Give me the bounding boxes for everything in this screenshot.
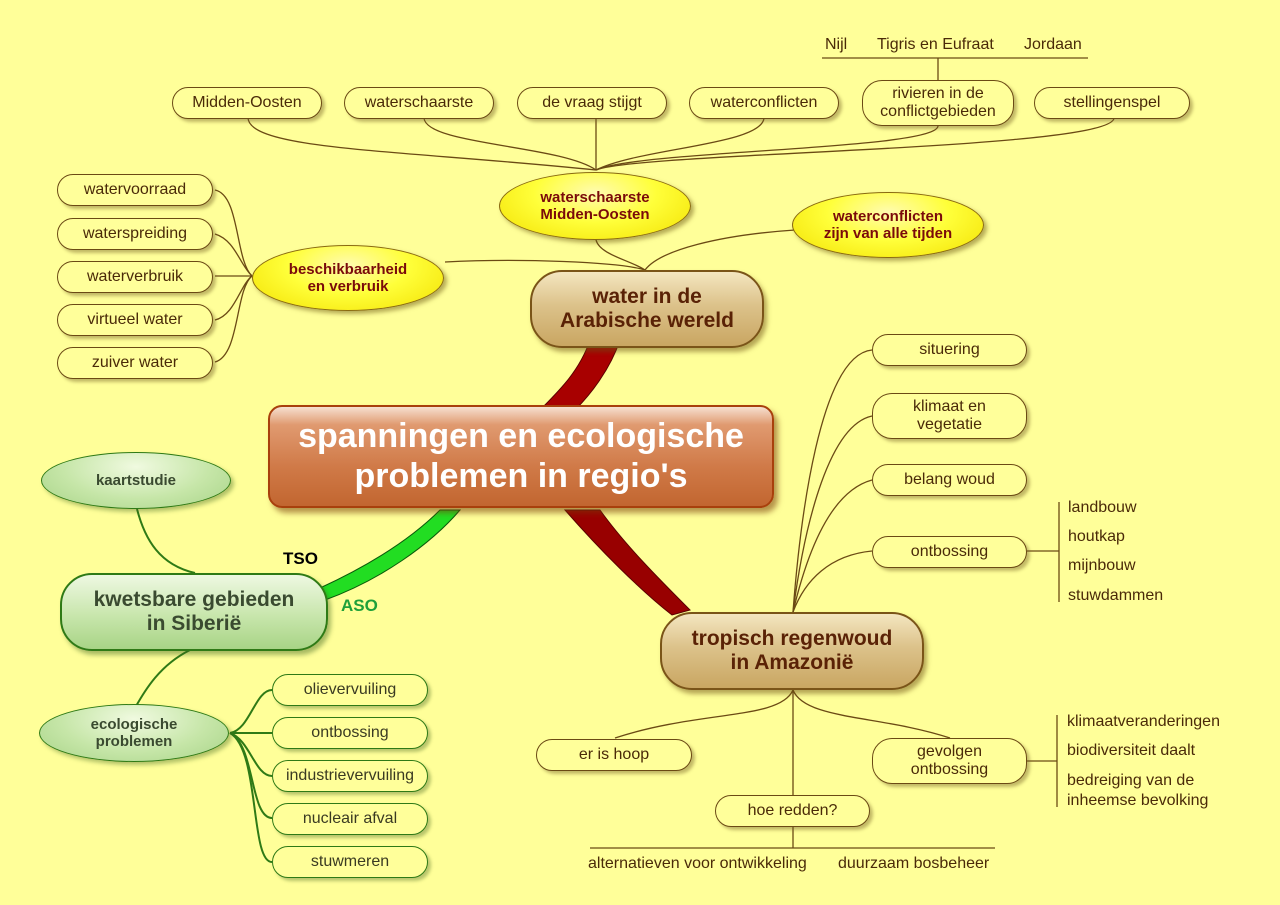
leaf-label-line2: ontbossing: [910, 761, 989, 778]
central-topic-line2: problemen in regio's: [354, 456, 688, 495]
leaf-situering[interactable]: situering: [872, 334, 1027, 366]
central-topic-line1: spanningen en ecologische: [298, 417, 744, 456]
river-jordaan: Jordaan: [1024, 36, 1082, 53]
subtopic-beschikbaarheid[interactable]: beschikbaarheid en verbruik: [252, 245, 444, 311]
topic-line2: in Amazonië: [730, 651, 854, 674]
subtopic-ecologische-problemen[interactable]: ecologische problemen: [39, 704, 229, 762]
branch-siberia: [319, 509, 462, 601]
leaf-label: Midden-Oosten: [192, 93, 302, 111]
cause-mijnbouw: mijnbouw: [1068, 557, 1136, 574]
leaf-label: watervoorraad: [83, 180, 187, 198]
subtopic-waterschaarste[interactable]: waterschaarste Midden-Oosten: [499, 172, 691, 240]
subtopic-line1: beschikbaarheid: [288, 260, 408, 278]
option-alternatieven: alternatieven voor ontwikkeling: [588, 855, 807, 872]
leaf-zuiver-water[interactable]: zuiver water: [57, 347, 213, 379]
aso-label: ASO: [341, 596, 378, 615]
leaf-label-line1: rivieren in de: [892, 84, 984, 102]
effect-bedreiging-line2: inheemse bevolking: [1067, 792, 1209, 809]
branch-arabic: [538, 339, 621, 411]
river-tigris-eufraat: Tigris en Eufraat: [877, 36, 994, 53]
leaf-ontbossing[interactable]: ontbossing: [872, 536, 1027, 568]
leaf-label: waterschaarste: [364, 93, 474, 111]
leaf-stellingenspel[interactable]: stellingenspel: [1034, 87, 1190, 119]
leaf-klimaat-vegetatie[interactable]: klimaat en vegetatie: [872, 393, 1027, 439]
tso-label: TSO: [283, 549, 318, 568]
leaf-hoe-redden[interactable]: hoe redden?: [715, 795, 870, 827]
leaf-label: waterconflicten: [710, 93, 818, 111]
leaf-virtueel-water[interactable]: virtueel water: [57, 304, 213, 336]
topic-water-arabische-wereld[interactable]: water in de Arabische wereld: [530, 270, 764, 348]
leaf-midden-oosten[interactable]: Midden-Oosten: [172, 87, 322, 119]
leaf-gevolgen-ontbossing[interactable]: gevolgen ontbossing: [872, 738, 1027, 784]
topic-line1: water in de: [592, 284, 702, 308]
leaf-label: stuwmeren: [310, 852, 390, 870]
leaf-label: nucleair afval: [302, 809, 398, 827]
leaf-label: hoe redden?: [747, 801, 838, 819]
leaf-label: situering: [919, 340, 980, 358]
leaf-label: zuiver water: [91, 353, 179, 371]
topic-line1: kwetsbare gebieden: [93, 587, 295, 611]
leaf-label: waterverbruik: [86, 267, 184, 285]
effect-bedreiging-line1: bedreiging van de: [1067, 772, 1195, 789]
leaf-stuwmeren[interactable]: stuwmeren: [272, 846, 428, 878]
effect-klimaatveranderingen: klimaatveranderingen: [1067, 713, 1220, 730]
topic-tropisch-regenwoud[interactable]: tropisch regenwoud in Amazonië: [660, 612, 924, 690]
leaf-olievervuiling[interactable]: olievervuiling: [272, 674, 428, 706]
leaf-label: belang woud: [904, 470, 995, 488]
river-nijl: Nijl: [825, 36, 848, 53]
leaf-label-line2: conflictgebieden: [880, 103, 996, 120]
topic-line2: in Siberië: [146, 612, 242, 635]
leaf-waterspreiding[interactable]: waterspreiding: [57, 218, 213, 250]
leaf-label: stellingenspel: [1063, 93, 1161, 111]
leaf-waterverbruik[interactable]: waterverbruik: [57, 261, 213, 293]
leaf-industrievervuiling[interactable]: industrievervuiling: [272, 760, 428, 792]
central-topic[interactable]: spanningen en ecologische problemen in r…: [268, 405, 774, 508]
leaf-de-vraag-stijgt[interactable]: de vraag stijgt: [517, 87, 667, 119]
topic-kwetsbare-gebieden[interactable]: kwetsbare gebieden in Siberië: [60, 573, 328, 651]
leaf-belang-woud[interactable]: belang woud: [872, 464, 1027, 496]
subtopic-label: kaartstudie: [95, 471, 177, 489]
leaf-er-is-hoop[interactable]: er is hoop: [536, 739, 692, 771]
leaf-label-line2: vegetatie: [917, 416, 982, 433]
subtopic-line2: Midden-Oosten: [540, 206, 650, 223]
cause-stuwdammen: stuwdammen: [1068, 587, 1164, 604]
leaf-label: waterspreiding: [82, 224, 188, 242]
subtopic-line1: ecologische: [90, 715, 178, 733]
subtopic-waterconflicten[interactable]: waterconflicten zijn van alle tijden: [792, 192, 984, 258]
effect-biodiversiteit: biodiversiteit daalt: [1067, 742, 1196, 759]
leaf-nucleair-afval[interactable]: nucleair afval: [272, 803, 428, 835]
topic-line1: tropisch regenwoud: [691, 626, 893, 650]
subtopic-line2: problemen: [95, 733, 173, 750]
subtopic-line1: waterschaarste: [540, 188, 650, 206]
subtopic-kaartstudie[interactable]: kaartstudie: [41, 452, 231, 509]
leaf-label: er is hoop: [578, 745, 650, 763]
leaf-label-line1: gevolgen: [917, 742, 982, 760]
leaf-rivieren-conflictgebieden[interactable]: rivieren in de conflictgebieden: [862, 80, 1014, 126]
option-duurzaam-bosbeheer: duurzaam bosbeheer: [838, 855, 990, 872]
cause-landbouw: landbouw: [1068, 499, 1137, 516]
leaf-label: olievervuiling: [303, 680, 397, 698]
leaf-waterschaarste[interactable]: waterschaarste: [344, 87, 494, 119]
leaf-label-line1: klimaat en: [913, 397, 986, 415]
subtopic-line2: en verbruik: [307, 278, 389, 295]
leaf-label: industrievervuiling: [285, 766, 415, 784]
subtopic-line1: waterconflicten: [832, 207, 944, 225]
leaf-ontbossing-siberia[interactable]: ontbossing: [272, 717, 428, 749]
cause-houtkap: houtkap: [1068, 528, 1125, 545]
topic-line2: Arabische wereld: [560, 309, 734, 332]
leaf-label: de vraag stijgt: [542, 93, 642, 111]
leaf-waterconflicten[interactable]: waterconflicten: [689, 87, 839, 119]
leaf-label: virtueel water: [87, 310, 183, 328]
leaf-label: ontbossing: [311, 723, 389, 741]
subtopic-line2: zijn van alle tijden: [823, 225, 953, 242]
branch-amazon: [563, 509, 691, 616]
leaf-watervoorraad[interactable]: watervoorraad: [57, 174, 213, 206]
leaf-label: ontbossing: [910, 542, 989, 560]
